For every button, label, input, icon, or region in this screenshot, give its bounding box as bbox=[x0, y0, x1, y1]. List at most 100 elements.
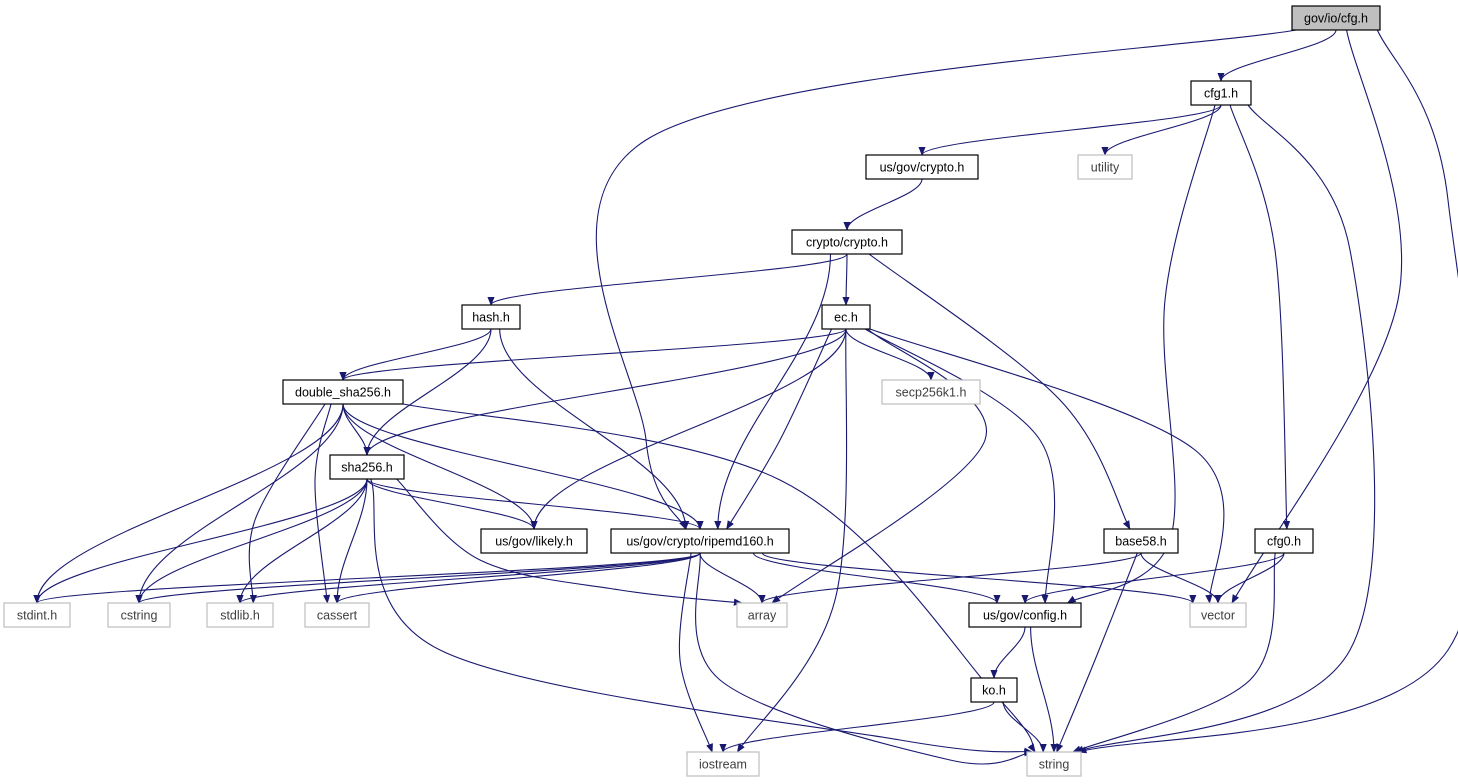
edge-sha256-to-stdint bbox=[33, 478, 368, 604]
node-label: base58.h bbox=[1115, 535, 1166, 549]
edge-base58-to-string bbox=[1056, 552, 1138, 753]
node-cfg1[interactable]: cfg1.h bbox=[1190, 80, 1252, 106]
node-crypto[interactable]: crypto/crypto.h bbox=[791, 229, 903, 255]
node-box bbox=[329, 454, 405, 480]
node-hash[interactable]: hash.h bbox=[461, 304, 521, 330]
node-cfg0[interactable]: cfg0.h bbox=[1254, 528, 1314, 554]
node-box bbox=[480, 528, 588, 554]
node-label: us/gov/crypto.h bbox=[880, 161, 965, 175]
edge-dsha-to-stdlib bbox=[248, 403, 326, 604]
node-sha256[interactable]: sha256.h bbox=[329, 454, 405, 480]
node-box bbox=[968, 602, 1082, 628]
node-box bbox=[107, 602, 171, 628]
edge-cfg1-to-cfg0 bbox=[1229, 104, 1291, 530]
node-box bbox=[610, 528, 790, 554]
node-box bbox=[206, 602, 274, 628]
node-box bbox=[461, 304, 521, 330]
node-vector: vector bbox=[1189, 602, 1247, 628]
node-iostream: iostream bbox=[686, 751, 760, 777]
edge-ec-to-config bbox=[864, 328, 1056, 604]
edge-cfg0-to-vector bbox=[1214, 552, 1285, 604]
edge-sha256-to-stdlib bbox=[236, 478, 368, 604]
node-box bbox=[736, 602, 788, 628]
node-ec[interactable]: ec.h bbox=[821, 304, 871, 330]
node-box bbox=[1189, 602, 1247, 628]
edge-cfg1-to-config bbox=[1066, 104, 1216, 604]
edge-crypto-to-hash bbox=[487, 253, 848, 306]
edge-base58-to-array bbox=[758, 552, 1142, 604]
node-stdlib: stdlib.h bbox=[206, 602, 274, 628]
node-string: string bbox=[1026, 751, 1082, 777]
node-box bbox=[865, 154, 979, 180]
node-config[interactable]: us/gov/config.h bbox=[968, 602, 1082, 628]
node-label: hash.h bbox=[472, 311, 510, 325]
node-array: array bbox=[736, 602, 788, 628]
edge-ec-to-ripemd bbox=[726, 328, 833, 530]
edge-ec-to-secp bbox=[845, 328, 935, 381]
node-label: us/gov/likely.h bbox=[495, 535, 573, 549]
node-root[interactable]: gov/io/cfg.h bbox=[1291, 5, 1381, 31]
edge-dsha-to-ripemd bbox=[342, 403, 704, 530]
node-label: iostream bbox=[699, 758, 747, 772]
node-box bbox=[1026, 751, 1082, 777]
edge-uscrypto-to-crypto bbox=[843, 178, 923, 231]
edge-ec-to-sha256 bbox=[363, 328, 847, 456]
node-stdint: stdint.h bbox=[3, 602, 71, 628]
node-label: us/gov/config.h bbox=[983, 609, 1067, 623]
edge-config-to-string bbox=[1030, 626, 1058, 753]
node-box bbox=[970, 677, 1018, 703]
node-box bbox=[282, 379, 404, 405]
edge-dsha-to-likely bbox=[342, 403, 538, 530]
node-base58[interactable]: base58.h bbox=[1103, 528, 1179, 554]
edge-ec-to-dsha bbox=[339, 328, 847, 381]
edge-ripemd-to-iostream bbox=[678, 552, 713, 753]
edges-layer bbox=[33, 29, 1458, 765]
node-ripemd[interactable]: us/gov/crypto/ripemd160.h bbox=[610, 528, 790, 554]
edge-sha256-to-cstring bbox=[135, 478, 368, 604]
edge-ripemd-to-array bbox=[699, 552, 766, 604]
edge-root-to-vector bbox=[1231, 29, 1403, 604]
edge-dsha-to-cassert bbox=[314, 403, 332, 604]
node-box bbox=[1190, 80, 1252, 106]
node-secp: secp256k1.h bbox=[881, 379, 981, 405]
node-label: cfg1.h bbox=[1204, 87, 1238, 101]
node-dsha[interactable]: double_sha256.h bbox=[282, 379, 404, 405]
node-uscrypto[interactable]: us/gov/crypto.h bbox=[865, 154, 979, 180]
edge-sha256-to-string bbox=[370, 478, 1034, 755]
node-ko[interactable]: ko.h bbox=[970, 677, 1018, 703]
edge-crypto-to-base58 bbox=[868, 253, 1131, 530]
edge-hash-to-sha256 bbox=[363, 328, 492, 456]
node-label: array bbox=[748, 609, 777, 623]
edge-ko-to-iostream bbox=[719, 701, 995, 753]
edge-ec-to-likely bbox=[530, 328, 847, 530]
edge-dsha-to-cstring bbox=[135, 403, 344, 604]
edge-sha256-to-ripemd bbox=[366, 478, 704, 530]
node-utility: utility bbox=[1077, 154, 1133, 180]
edge-cfg1-to-string bbox=[1074, 104, 1376, 753]
node-label: string bbox=[1039, 758, 1070, 772]
node-box bbox=[1103, 528, 1179, 554]
edge-ripemd-to-cassert bbox=[333, 552, 701, 604]
node-label: ko.h bbox=[982, 684, 1006, 698]
edge-sha256-to-array bbox=[396, 478, 743, 606]
edge-ripemd-to-vector bbox=[761, 552, 1197, 604]
edge-cfg1-to-utility bbox=[1101, 104, 1222, 156]
node-label: cstring bbox=[121, 609, 158, 623]
node-cassert: cassert bbox=[304, 602, 370, 628]
edge-ripemd-to-stdlib bbox=[236, 552, 701, 604]
node-label: ec.h bbox=[834, 311, 858, 325]
node-label: cfg0.h bbox=[1267, 535, 1301, 549]
node-box bbox=[304, 602, 370, 628]
edge-cfg0-to-config bbox=[1021, 552, 1285, 604]
node-box bbox=[686, 751, 760, 777]
node-cstring: cstring bbox=[107, 602, 171, 628]
node-box bbox=[1077, 154, 1133, 180]
node-likely[interactable]: us/gov/likely.h bbox=[480, 528, 588, 554]
node-label: secp256k1.h bbox=[896, 386, 967, 400]
edge-hash-to-ripemd bbox=[499, 328, 690, 530]
edge-root-to-cfg1 bbox=[1217, 29, 1337, 82]
edge-ripemd-to-config bbox=[752, 552, 1001, 604]
node-label: sha256.h bbox=[341, 461, 392, 475]
node-box bbox=[881, 379, 981, 405]
